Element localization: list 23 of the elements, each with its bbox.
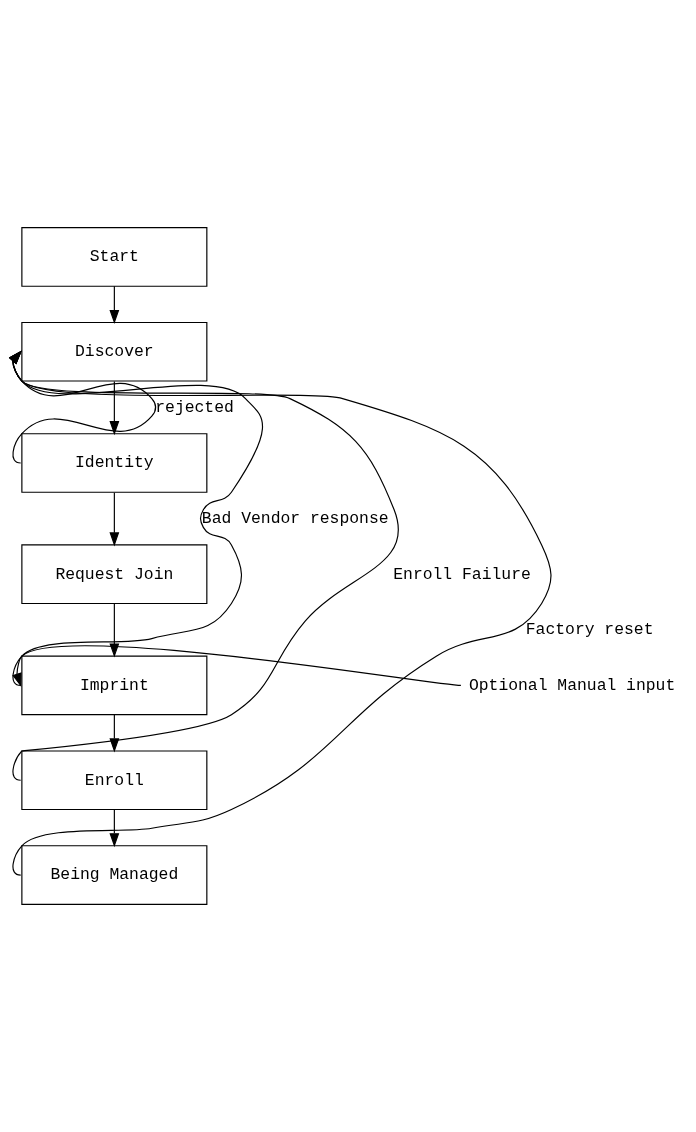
arrow <box>109 380 120 436</box>
arrow <box>109 603 120 658</box>
arrow <box>109 285 120 324</box>
edge-label: Bad Vendor response <box>201 508 389 528</box>
arrow <box>8 350 157 464</box>
node-box: Enroll <box>21 750 208 811</box>
node-box: Identity <box>21 433 208 493</box>
arrow <box>8 350 552 876</box>
node-box: Being Managed <box>21 845 208 905</box>
arrow <box>109 714 120 753</box>
edge-label: rejected <box>155 397 234 417</box>
edge-label: Factory reset <box>525 620 654 640</box>
node-box: Request Join <box>21 544 208 605</box>
arrow <box>109 809 120 848</box>
edge-label: Enroll Failure <box>393 564 531 584</box>
arrow <box>8 350 399 781</box>
node-box: Imprint <box>21 655 208 716</box>
node-text: Optional Manual input <box>468 675 676 695</box>
node-box: Discover <box>21 321 208 382</box>
arrow <box>12 645 462 688</box>
arrow <box>109 492 120 547</box>
arrow <box>8 350 264 686</box>
node-box: Start <box>21 227 208 287</box>
